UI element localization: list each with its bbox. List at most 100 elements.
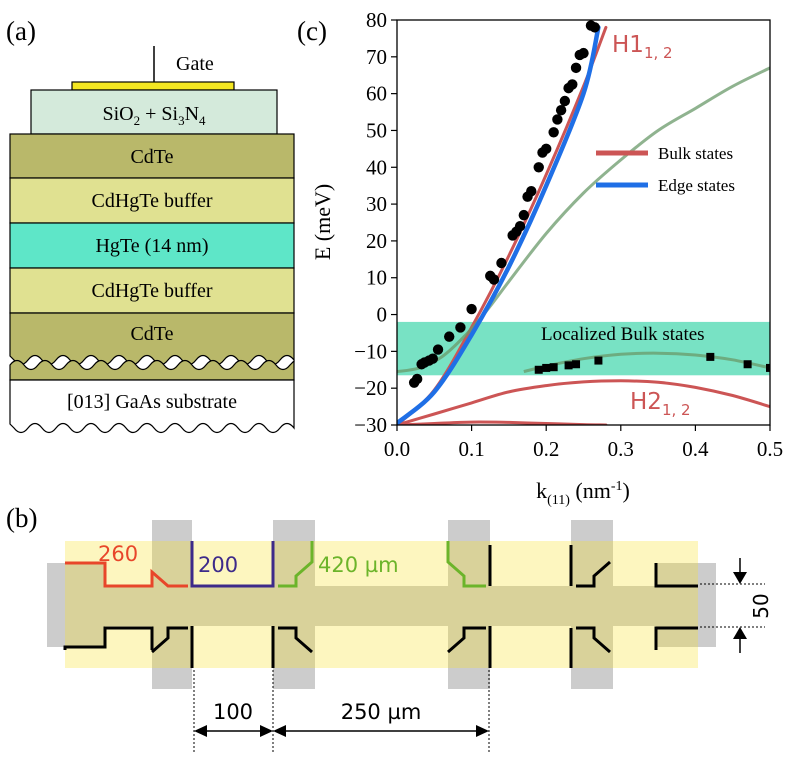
gate-outline-260 [65, 561, 188, 588]
y-axis-ticks: −30 −20 −10 0 10 20 30 40 50 60 70 80 [354, 8, 397, 437]
data-point [706, 352, 715, 361]
data-point [567, 79, 578, 90]
gate-outline [63, 626, 154, 650]
contact-pad-right [698, 563, 716, 647]
gate-outline [576, 626, 611, 654]
substrate-label: [013] GaAs substrate [67, 391, 237, 413]
data-point [514, 220, 526, 232]
layer-cdte-top [9, 133, 295, 179]
segment-label-420: 420 µm [318, 553, 399, 577]
hall-bar-device: 260 200 420 µm 50 100 250 µm [47, 520, 773, 752]
data-point [572, 360, 581, 369]
substrate-layer [9, 379, 295, 434]
bulk-curve-h2-upper [397, 379, 770, 425]
data-point [548, 127, 559, 138]
data-point [488, 274, 500, 285]
data-point [564, 361, 573, 370]
dispersion-chart: Localized Bulk states H11, 2 H21, 2 Bulk… [310, 8, 783, 508]
data-point [766, 363, 770, 372]
y-tick-label: −30 [354, 413, 387, 437]
layer-hgte [9, 222, 295, 269]
y-tick-label: −20 [354, 376, 387, 400]
contact-pad-bottom [448, 668, 490, 689]
panel-label-c: (c) [297, 16, 327, 46]
legend-label-bulk: Bulk states [658, 144, 733, 163]
oxide-label: SiO2 + Si3N4 [102, 103, 206, 128]
contact-pad-top [152, 520, 192, 541]
arrow-head [476, 725, 489, 737]
gate-outline [654, 563, 698, 588]
data-point [427, 353, 439, 364]
contact-pad-top [273, 520, 315, 541]
length-dimensions: 100 250 µm [193, 670, 490, 752]
data-point [542, 363, 551, 372]
y-tick-label: 30 [366, 192, 387, 216]
arrow-head [194, 725, 207, 737]
y-axis-label: E (meV) [310, 184, 335, 260]
contact-pad-bottom [152, 668, 192, 689]
fit-curve-upper [397, 66, 770, 374]
arrow-head [260, 725, 273, 737]
contact-pad-top [571, 520, 613, 541]
panel-label-a: (a) [6, 16, 36, 46]
segment-label-200: 200 [198, 553, 238, 577]
y-tick-label: −10 [354, 339, 387, 363]
gate-label: Gate [176, 53, 214, 75]
data-point [541, 143, 552, 155]
data-point [496, 257, 507, 269]
data-point [411, 373, 423, 385]
y-tick-label: 50 [366, 118, 387, 142]
y-tick-label: 10 [366, 266, 387, 290]
contact-pad-left [47, 563, 65, 647]
y-tick-label: 20 [366, 229, 387, 253]
gate-outline [447, 626, 486, 654]
data-point [466, 303, 477, 315]
data-point [743, 360, 752, 369]
edge-curve [397, 25, 601, 425]
y-tick-label: 60 [366, 82, 387, 106]
layer-cdte-bottom [9, 312, 295, 366]
contact-pads [47, 520, 716, 689]
layer-label: HgTe (14 nm) [95, 235, 208, 257]
dimension-label-250: 250 µm [341, 700, 422, 724]
dimension-label-100: 100 [213, 700, 253, 724]
data-point [570, 62, 582, 74]
contact-pad-bottom [273, 668, 315, 689]
data-point [552, 114, 563, 125]
layer-label: CdHgTe buffer [92, 280, 213, 302]
layer-buffer-bottom [9, 267, 295, 314]
x-axis-label: k(11) (nm-1) [536, 478, 630, 508]
data-point [534, 365, 543, 374]
x-tick-label: 0.5 [757, 437, 783, 461]
x-tick-label: 0.1 [458, 437, 484, 461]
x-tick-label: 0.2 [533, 437, 559, 461]
contact-pad-top [448, 520, 490, 541]
gate-outline [278, 626, 313, 654]
layer-label: CdHgTe buffer [92, 190, 213, 212]
data-point [455, 322, 466, 333]
gate-electrode [71, 81, 235, 91]
y-tick-label: 70 [366, 45, 387, 69]
y-tick-label: 80 [366, 8, 387, 32]
data-point [589, 22, 600, 33]
x-tick-label: 0.3 [608, 437, 634, 461]
hall-bar-channel [65, 541, 698, 668]
data-point [555, 105, 567, 116]
data-point [518, 209, 530, 221]
legend-label-edge: Edge states [658, 176, 735, 195]
gate-outline-420 [278, 541, 486, 588]
gate-outline-200 [190, 541, 275, 588]
y-tick-label: 40 [366, 155, 387, 179]
width-dimension: 50 [700, 558, 773, 653]
data-point [432, 344, 444, 355]
data-point [526, 186, 537, 197]
data-point [559, 95, 571, 107]
panel-label-b: (b) [6, 503, 37, 533]
arrow-head [273, 725, 286, 737]
y-tick-label: 0 [377, 303, 388, 327]
x-tick-label: 0.4 [682, 437, 709, 461]
gate-outlines-black [63, 545, 698, 668]
cdte-below-break [9, 359, 295, 381]
data-point [549, 363, 558, 372]
